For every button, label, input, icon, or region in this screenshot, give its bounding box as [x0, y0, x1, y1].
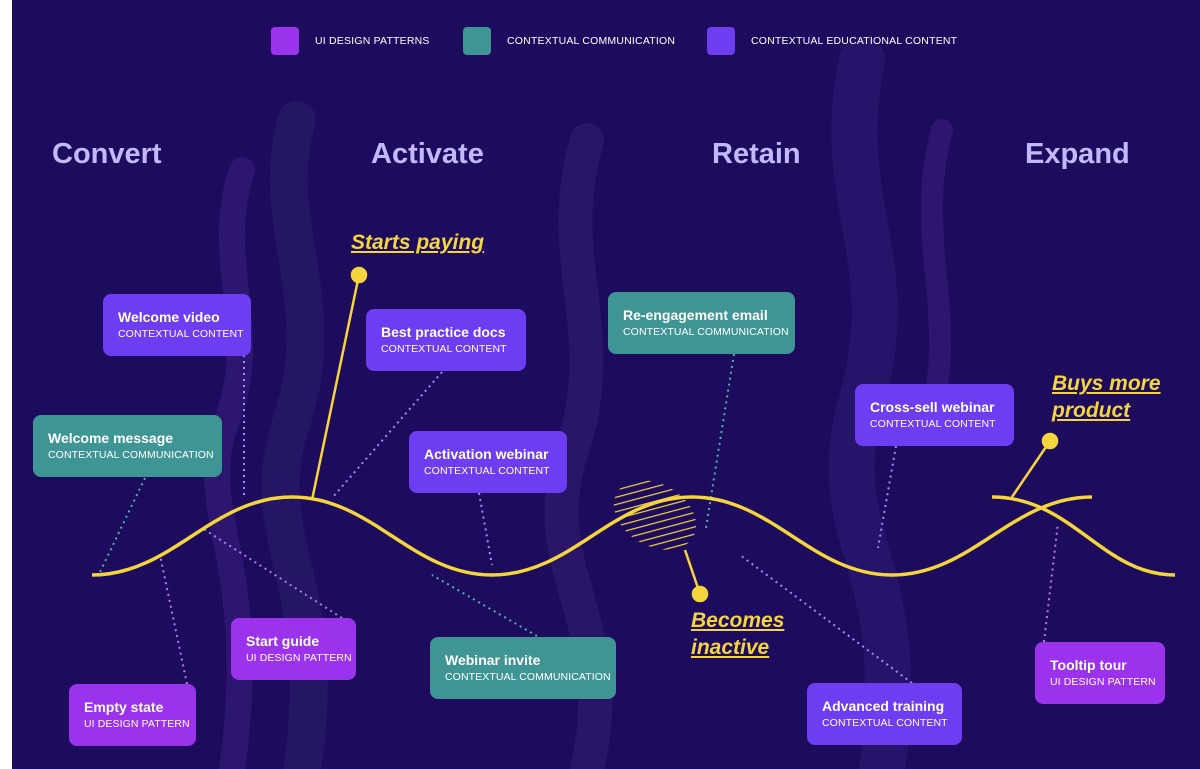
card-best-practice-docs: Best practice docs CONTEXTUAL CONTENT — [366, 309, 526, 371]
card-subtitle: UI DESIGN PATTERN — [84, 718, 190, 730]
legend-swatch — [463, 27, 491, 55]
journey-curve — [91, 495, 1093, 577]
card-title: Webinar invite — [445, 652, 541, 668]
legend-label: CONTEXTUAL EDUCATIONAL CONTENT — [751, 35, 958, 47]
card-title: Tooltip tour — [1050, 657, 1127, 673]
legend-contextual-communication: CONTEXTUAL COMMUNICATION — [463, 27, 675, 55]
card-tooltip-tour: Tooltip tour UI DESIGN PATTERN — [1035, 642, 1165, 704]
inactive-zone-hatch — [613, 480, 697, 550]
card-welcome-message: Welcome message CONTEXTUAL COMMUNICATION — [33, 415, 222, 477]
card-subtitle: CONTEXTUAL CONTENT — [424, 465, 550, 477]
legend-ui-design-patterns: UI DESIGN PATTERNS — [271, 27, 430, 55]
card-advanced-training: Advanced training CONTEXTUAL CONTENT — [807, 683, 962, 745]
card-subtitle: UI DESIGN PATTERN — [246, 652, 352, 664]
legend-swatch — [707, 27, 735, 55]
card-cross-sell-webinar: Cross-sell webinar CONTEXTUAL CONTENT — [855, 384, 1014, 446]
card-title: Empty state — [84, 699, 164, 715]
milestone-markers — [310, 266, 1059, 603]
card-title: Best practice docs — [381, 324, 506, 340]
stage-activate: Activate — [371, 138, 484, 170]
card-subtitle: CONTEXTUAL CONTENT — [118, 328, 244, 340]
card-start-guide: Start guide UI DESIGN PATTERN — [231, 618, 356, 680]
card-title: Cross-sell webinar — [870, 399, 995, 415]
card-title: Re-engagement email — [623, 307, 768, 323]
card-re-engagement-email: Re-engagement email CONTEXTUAL COMMUNICA… — [608, 292, 795, 354]
decor-layer — [91, 37, 1176, 769]
legend-label: CONTEXTUAL COMMUNICATION — [507, 35, 676, 47]
card-subtitle: CONTEXTUAL CONTENT — [381, 343, 507, 355]
card-webinar-invite: Webinar invite CONTEXTUAL COMMUNICATION — [430, 637, 616, 699]
card-subtitle: CONTEXTUAL COMMUNICATION — [445, 671, 611, 683]
card-subtitle: CONTEXTUAL CONTENT — [822, 717, 948, 729]
stage-expand: Expand — [1025, 138, 1130, 170]
card-activation-webinar: Activation webinar CONTEXTUAL CONTENT — [409, 431, 567, 493]
card-title: Welcome message — [48, 430, 174, 446]
card-title: Advanced training — [822, 698, 945, 714]
card-subtitle: CONTEXTUAL COMMUNICATION — [48, 449, 214, 461]
milestone-buys-more-product: Buys more product — [1052, 372, 1161, 422]
stage-convert: Convert — [52, 138, 162, 170]
journey-curve-tail — [991, 495, 1176, 577]
card-subtitle: CONTEXTUAL COMMUNICATION — [623, 326, 789, 338]
milestone-starts-paying: Starts paying — [351, 231, 485, 254]
milestone-becomes-inactive: Becomes inactive — [691, 609, 785, 659]
card-title: Activation webinar — [424, 446, 549, 462]
card-title: Welcome video — [118, 309, 220, 325]
card-subtitle: CONTEXTUAL CONTENT — [870, 418, 996, 430]
legend-contextual-educational-content: CONTEXTUAL EDUCATIONAL CONTENT — [707, 27, 957, 55]
legend-swatch — [271, 27, 299, 55]
journey-diagram: UI DESIGN PATTERNS CONTEXTUAL COMMUNICAT… — [12, 0, 1200, 769]
card-title: Start guide — [246, 633, 320, 649]
card-empty-state: Empty state UI DESIGN PATTERN — [69, 684, 196, 746]
card-subtitle: UI DESIGN PATTERN — [1050, 676, 1156, 688]
connector-lines — [99, 353, 1059, 685]
stage-retain: Retain — [712, 138, 801, 170]
card-welcome-video: Welcome video CONTEXTUAL CONTENT — [103, 294, 251, 356]
legend-label: UI DESIGN PATTERNS — [315, 35, 430, 47]
